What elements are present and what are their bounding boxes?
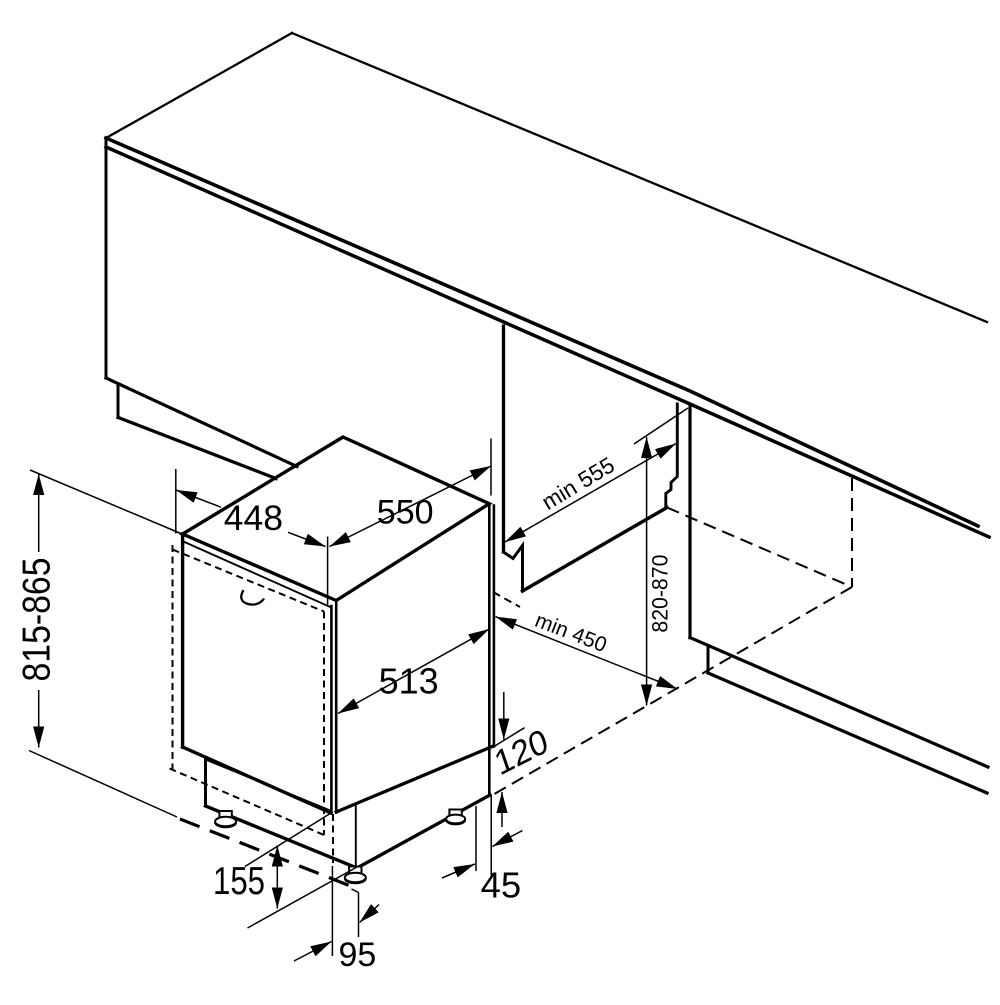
svg-text:155: 155 (213, 860, 265, 903)
svg-text:820-870: 820-870 (647, 555, 672, 633)
svg-text:550: 550 (377, 494, 434, 532)
svg-text:448: 448 (224, 498, 283, 538)
svg-text:815-865: 815-865 (16, 558, 59, 682)
svg-text:95: 95 (339, 936, 377, 974)
svg-text:513: 513 (379, 661, 439, 702)
svg-text:45: 45 (481, 865, 522, 906)
